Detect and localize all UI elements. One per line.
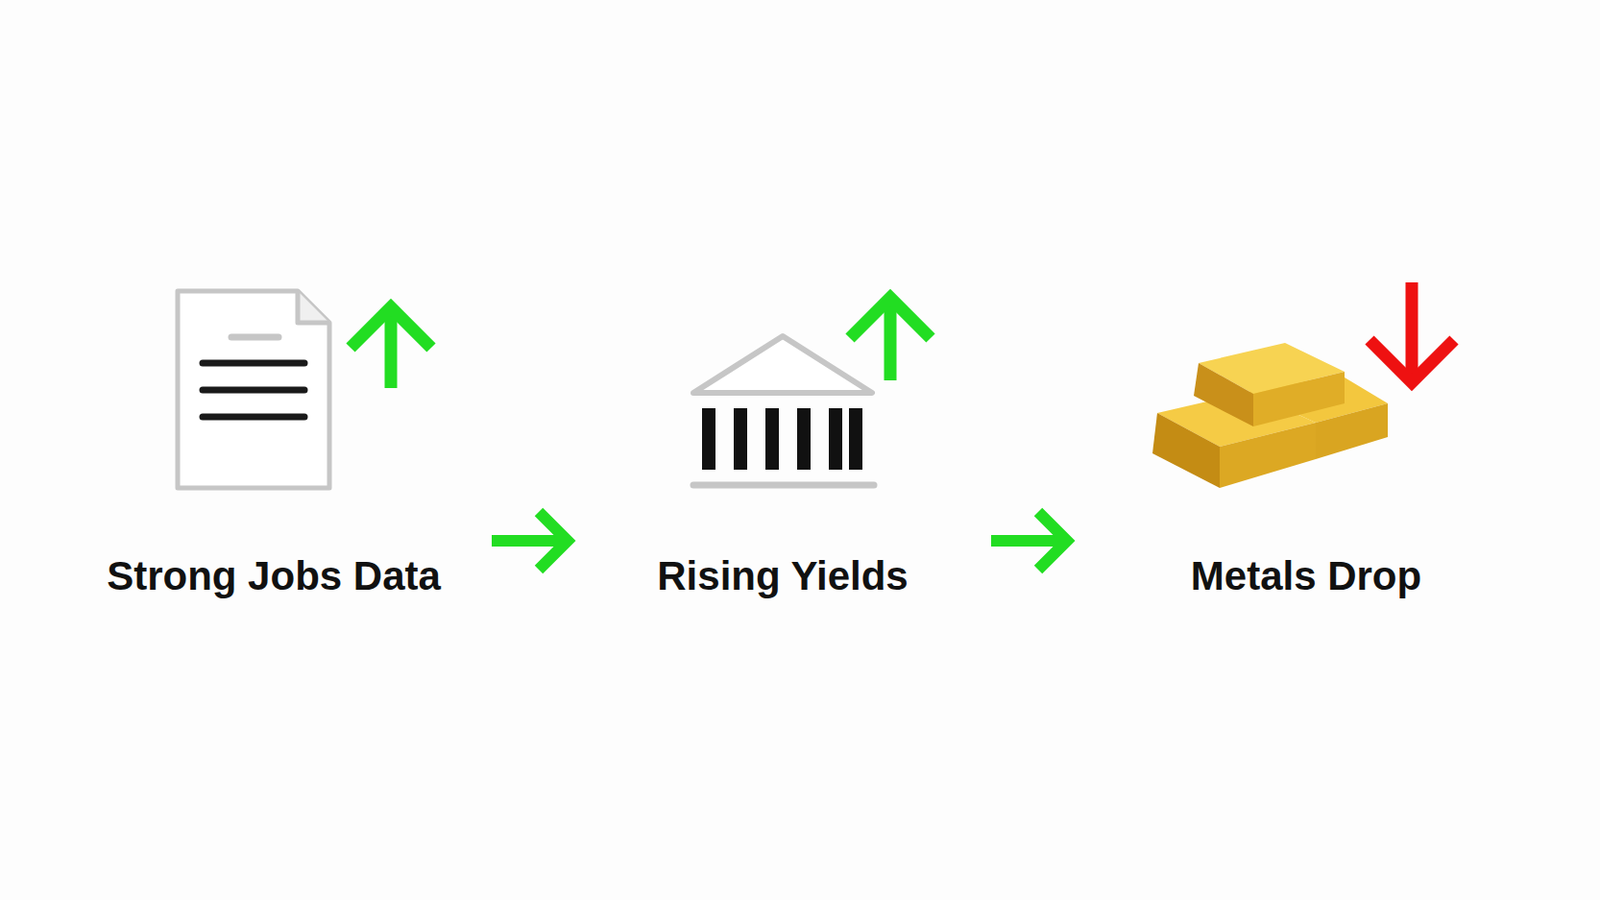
bank-column — [797, 408, 811, 470]
gold-bar-front — [1219, 422, 1316, 488]
document-line — [202, 360, 305, 367]
up-arrow — [350, 307, 432, 388]
step-label: Rising Yields — [576, 552, 990, 601]
bank-column — [733, 408, 748, 470]
arrow-shaft — [1406, 282, 1419, 379]
document-line — [202, 387, 305, 394]
arrow-head — [1369, 339, 1455, 383]
arrow-shaft — [884, 299, 897, 381]
bank-column — [828, 408, 843, 470]
document-line — [231, 334, 279, 341]
document-fold — [297, 290, 330, 323]
arrow-head — [1038, 511, 1067, 570]
step-label: Metals Drop — [1075, 552, 1537, 601]
gold-bar-side — [1152, 412, 1220, 488]
arrow-shaft — [991, 534, 1069, 547]
arrow-head — [538, 511, 568, 570]
arrow-head — [350, 307, 432, 348]
bank-base — [693, 482, 874, 489]
arrow-shaft — [491, 534, 570, 547]
bank-column — [765, 408, 779, 470]
step-node: Strong Jobs Data — [57, 268, 490, 615]
up-arrow — [849, 297, 931, 381]
bank-icon — [693, 336, 874, 485]
step-node: Rising Yields — [576, 268, 990, 615]
gold-bars-icon — [1152, 342, 1388, 488]
step-label: Strong Jobs Data — [57, 552, 490, 601]
document-line — [202, 413, 305, 421]
step-node: Metals Drop — [1075, 268, 1537, 615]
document-icon — [177, 290, 330, 488]
bank-roof — [693, 336, 873, 393]
down-arrow — [1369, 282, 1455, 383]
gold-bar-front — [1315, 403, 1388, 460]
bank-column — [848, 408, 863, 470]
bank-column — [702, 408, 716, 470]
gold-bar-front — [1253, 371, 1345, 427]
gold-bar-side — [1193, 363, 1254, 427]
document-sheet — [177, 290, 330, 488]
arrow-shaft — [385, 309, 398, 388]
flow-arrow — [991, 511, 1069, 570]
arrow-head — [849, 297, 931, 339]
flow-arrow — [491, 511, 570, 570]
